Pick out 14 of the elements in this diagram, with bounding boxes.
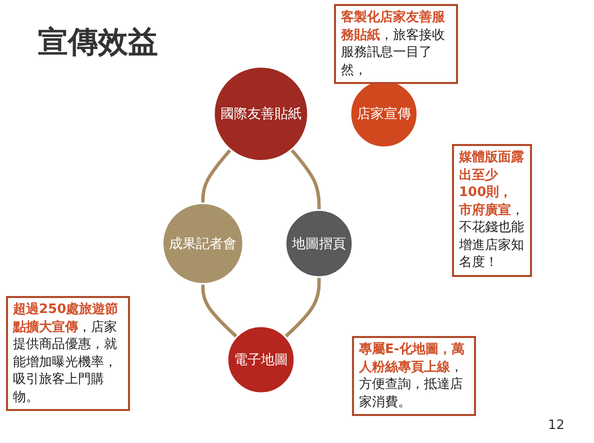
callout-text: 超過250處旅遊節點擴大宣傳，店家提供商品優惠，就能增加曝光機率，吸引旅客上門購物。 <box>6 296 130 412</box>
ring-line <box>290 148 321 210</box>
callout-text: 客製化店家友善服務貼紙，旅客接收服務訊息一目了然， <box>334 4 458 84</box>
ring-line <box>201 148 232 204</box>
slide-title: 宣傳效益 <box>38 24 158 62</box>
callout-text: 專屬E-化地圖，萬人粉絲專頁上線，方便查詢，抵達店家消費。 <box>352 336 476 416</box>
page-number: 12 <box>548 418 565 433</box>
ring-line <box>284 277 321 338</box>
circle-node: 成果記者會 <box>162 202 244 285</box>
circle-node: 地圖摺頁 <box>284 209 354 278</box>
callout-text: 媒體版面露出至少100則，市府廣宣，不花錢也能增進店家知名度！ <box>452 144 532 277</box>
circle-node: 電子地圖 <box>226 325 296 394</box>
circle-node: 國際友善貼紙 <box>213 66 309 162</box>
ring-line <box>201 284 238 338</box>
